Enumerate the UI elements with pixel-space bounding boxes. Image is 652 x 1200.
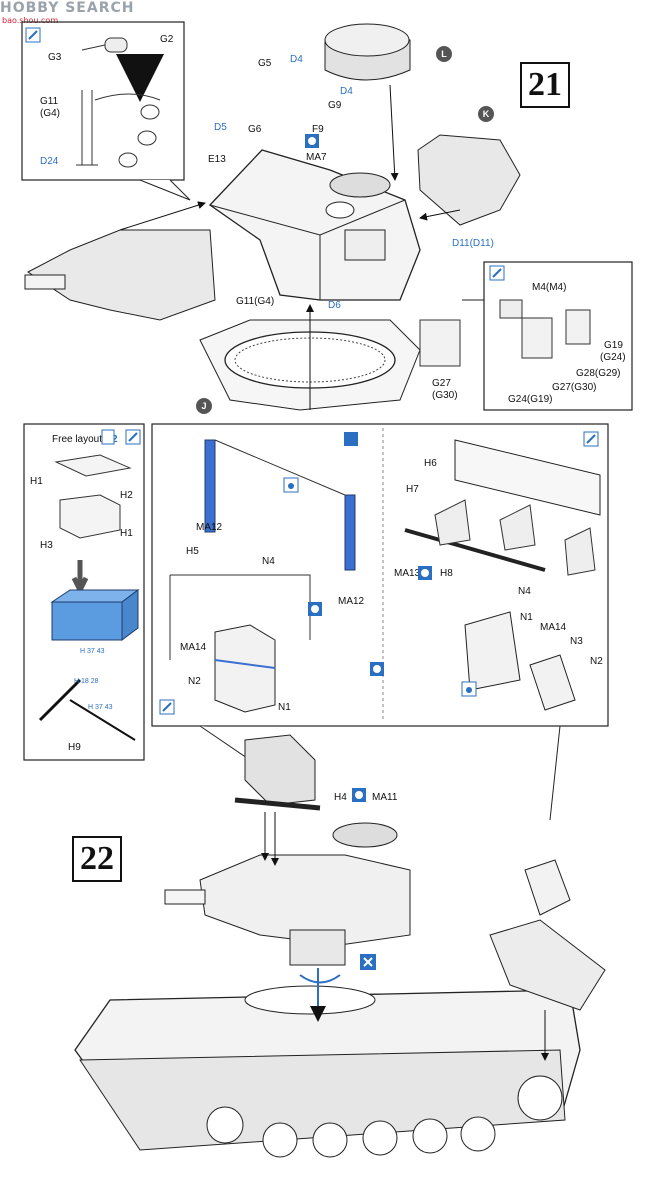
label-m4: M4(M4) <box>532 282 567 293</box>
label-g24-g19: G24(G19) <box>508 394 553 405</box>
label-g9: G9 <box>328 100 342 111</box>
label-h7: H7 <box>406 484 419 495</box>
label-g11: G11 <box>40 96 59 107</box>
label-h2: H2 <box>120 490 133 501</box>
label-d4-b: D4 <box>340 86 353 97</box>
label-n1-a: N1 <box>278 702 291 713</box>
label-g27-g30: G27(G30) <box>552 382 597 393</box>
step22-main-frame <box>151 423 609 727</box>
ammo-box-blue <box>51 601 123 641</box>
step22-box-frame <box>23 423 145 761</box>
step21-detail-frame <box>483 261 633 411</box>
turret-body <box>209 149 421 301</box>
label-ma13: MA13 <box>394 568 421 579</box>
label-h3: H3 <box>40 540 53 551</box>
label-h5: H5 <box>186 546 199 557</box>
label-h1-b: H1 <box>120 528 133 539</box>
label-d6: D6 <box>328 300 341 311</box>
caption-h18-28: H 18 28 <box>74 678 99 685</box>
label-h8: H8 <box>440 568 453 579</box>
label-free-layout: Free layout <box>52 434 103 445</box>
label-ma12-a: MA12 <box>196 522 223 533</box>
label-g3: G3 <box>48 52 62 63</box>
label-g6: G6 <box>248 124 262 135</box>
jerrycan <box>214 624 276 713</box>
label-g27: G27 <box>432 378 451 389</box>
rack-blue-b <box>344 494 356 571</box>
watermark-brand: HOBBY SEARCH <box>0 0 135 16</box>
label-d5: D5 <box>214 122 227 133</box>
label-ma7: MA7 <box>306 152 327 163</box>
label-g2: G2 <box>160 34 174 45</box>
callout-k: K <box>478 106 494 122</box>
label-e13: E13 <box>208 154 226 165</box>
label-f9: F9 <box>312 124 324 135</box>
label-n3: N3 <box>570 636 583 647</box>
label-ma11: MA11 <box>372 792 398 803</box>
label-ma12-b: MA12 <box>338 596 365 607</box>
step-number-22: 22 <box>72 836 122 882</box>
label-g11-g4: G11(G4) <box>236 296 275 307</box>
label-g28: G28(G29) <box>576 368 621 379</box>
label-g4: (G4) <box>40 108 60 119</box>
label-n4-b: N4 <box>518 586 531 597</box>
step21-inset-frame <box>21 21 185 181</box>
label-g5: G5 <box>258 58 272 69</box>
road-wheels <box>206 1075 563 1158</box>
label-g30: (G30) <box>432 390 458 401</box>
label-n2-a: N2 <box>188 676 201 687</box>
watermark-url: bao.shou.com <box>2 16 59 25</box>
callout-l: L <box>436 46 452 62</box>
label-h4: H4 <box>334 792 347 803</box>
label-d11: D11(D11) <box>452 238 494 249</box>
callout-j: J <box>196 398 212 414</box>
caption-h37-43-b: H 37 43 <box>88 704 113 711</box>
label-n4-a: N4 <box>262 556 275 567</box>
label-n2-b: N2 <box>590 656 603 667</box>
label-ma14-b: MA14 <box>540 622 567 633</box>
label-d24: D24 <box>40 156 59 167</box>
turret-assembled <box>199 854 411 946</box>
label-ma14-a: MA14 <box>180 642 207 653</box>
caption-h37-43-a: H 37 43 <box>80 648 105 655</box>
rack-blue-a <box>204 439 216 533</box>
label-n1-b: N1 <box>520 612 533 623</box>
label-d4-a: D4 <box>290 54 303 65</box>
label-g24-paren: (G24) <box>600 352 626 363</box>
label-x2: 2 <box>112 434 118 445</box>
label-h9: H9 <box>68 742 81 753</box>
step-number-21: 21 <box>520 62 570 108</box>
label-h1-a: H1 <box>30 476 43 487</box>
label-h6: H6 <box>424 458 437 469</box>
label-g19: G19 <box>604 340 623 351</box>
